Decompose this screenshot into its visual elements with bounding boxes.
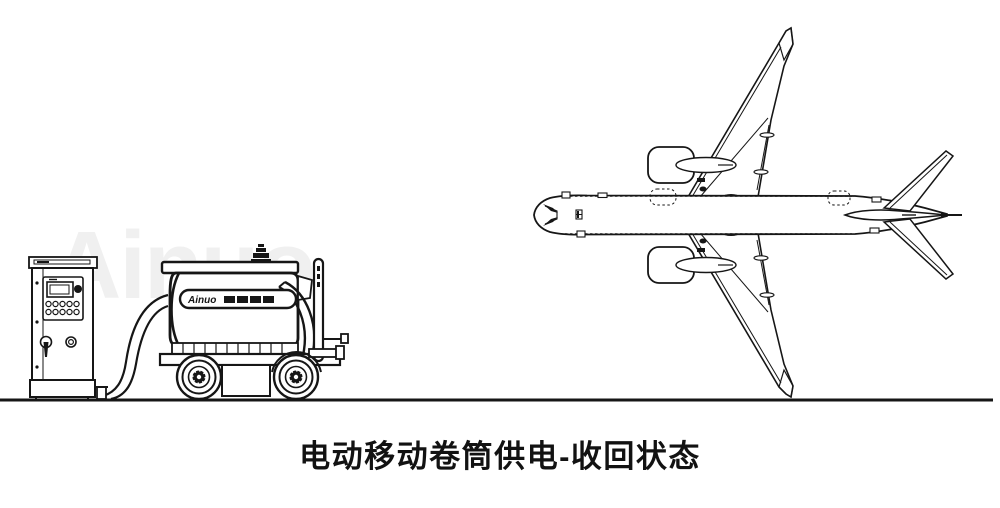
cart-label-cn-block (237, 296, 248, 303)
cart-brand-text: Ainuo (187, 295, 216, 306)
cabinet-main-button (74, 285, 82, 293)
aircraft-winglet-left (778, 27, 794, 62)
gear-door-mark (699, 238, 707, 244)
cart-wheel-fender (271, 351, 322, 373)
aircraft-wing-left (686, 26, 794, 201)
aircraft-wing-right (686, 229, 794, 399)
fuselage-door (576, 230, 586, 238)
cabinet-top-slot (33, 259, 91, 265)
fuselage-door (869, 227, 880, 234)
cable-plug (96, 386, 107, 400)
cart-body-frame (170, 272, 181, 347)
cabinet-screw (35, 365, 39, 369)
cart-handle-pin (340, 333, 349, 344)
cart-wheel-front (175, 353, 223, 401)
flap-fairing (759, 132, 775, 138)
cart-underbox (221, 364, 271, 397)
cart-lid (160, 260, 300, 275)
aircraft-fuselage (533, 188, 948, 238)
flap-fairing (753, 169, 769, 175)
cabinet-screw (35, 281, 39, 285)
gear-door-mark (699, 186, 707, 192)
cart-body (168, 271, 300, 348)
flap-fairing (753, 255, 769, 261)
aircraft-top-view (533, 26, 962, 399)
power-cable (95, 293, 169, 401)
flap-fairing (759, 292, 775, 298)
cart-label-cn-block (250, 296, 261, 303)
power-cabinet (28, 256, 98, 401)
cabinet-display (46, 281, 74, 298)
cart-handle (308, 257, 349, 363)
fuselage-door-outline-dashed (827, 190, 851, 206)
engine-pylon-detail (697, 248, 705, 252)
cart-wheel-rear (272, 353, 320, 401)
engine-pylon-detail (697, 178, 705, 182)
aircraft-tail (842, 150, 962, 280)
fuselage-door-outline-dashed (649, 188, 677, 206)
aircraft-engine-right (647, 238, 737, 284)
cabinet-top-vent (37, 261, 49, 263)
fuselage-hatch-symbol (575, 209, 583, 220)
aircraft-cockpit-windows (543, 204, 558, 226)
fuselage-door (871, 196, 882, 203)
cart-deck-slats (171, 342, 299, 355)
cabinet-rotary-switch (39, 335, 53, 357)
cabinet-indicator-button (65, 336, 77, 348)
cart-label-cn-block (263, 296, 274, 303)
cart-handle-bracket (308, 348, 338, 358)
cabinet-screw (35, 320, 39, 324)
cart-brand-label: Ainuo (178, 288, 298, 310)
cabinet-control-module (42, 276, 84, 321)
cabinet-keypad (45, 300, 80, 316)
tail-cone-mark (941, 212, 948, 218)
cabinet-display-screen (49, 284, 70, 295)
fuselage-door (597, 192, 608, 199)
mobile-reel-cart: Ainuo (158, 244, 349, 401)
aircraft-engine-left (647, 146, 737, 192)
fuselage-door (561, 191, 571, 199)
cart-label-cn-block (224, 296, 235, 303)
aircraft-winglet-right (778, 368, 794, 398)
cabinet-base (29, 379, 96, 398)
diagram-caption: 电动移动卷筒供电-收回状态 (299, 439, 701, 474)
